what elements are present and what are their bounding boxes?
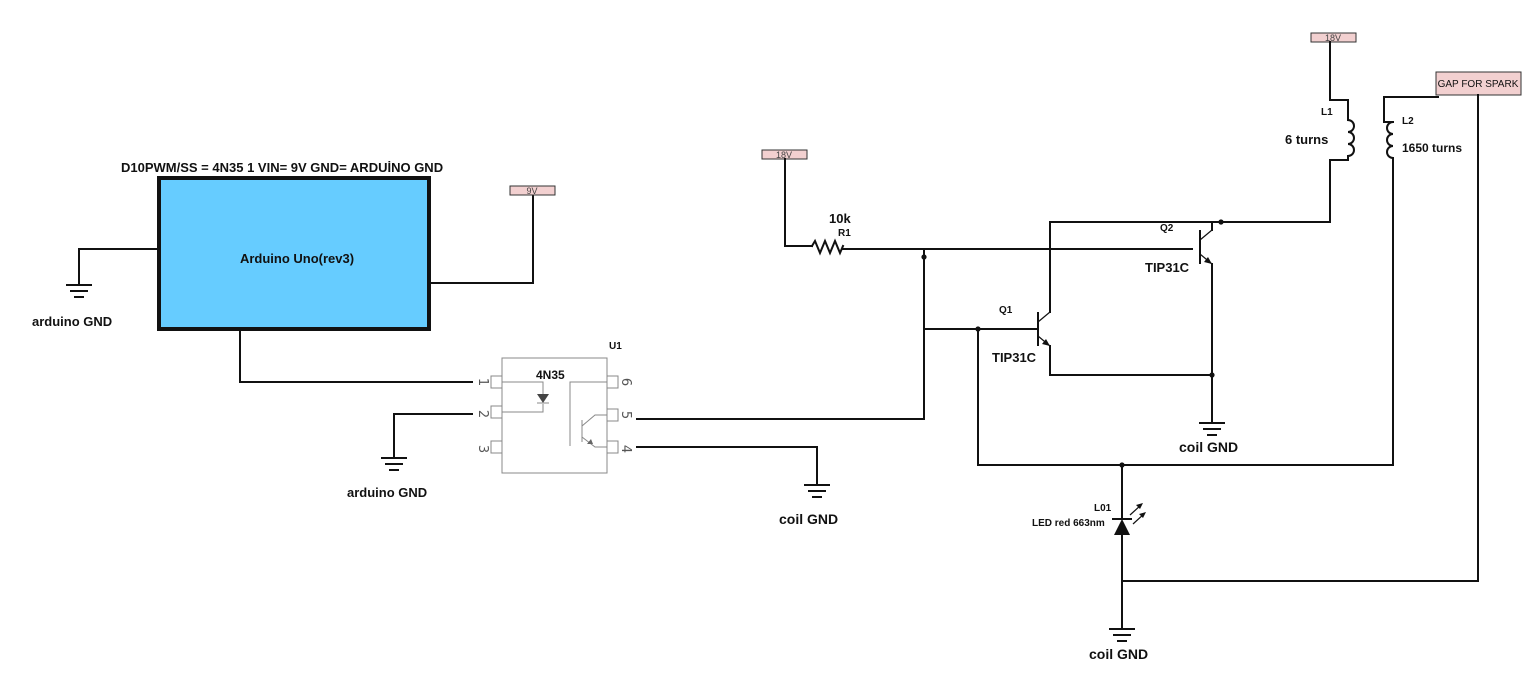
optocoupler-pin5-wire — [636, 249, 925, 420]
led-coil-gnd-label: coil GND — [1089, 646, 1148, 662]
optocoupler-pin-5: 5 — [618, 411, 633, 419]
junction-led — [1119, 462, 1125, 468]
junction-collectors — [1218, 219, 1224, 225]
transistor-coil-gnd-label: coil GND — [1179, 439, 1238, 455]
optocoupler-pin4-wire — [636, 446, 818, 484]
power-flag-18v-l1: 18V — [1310, 32, 1357, 43]
l2-bottom-wire — [977, 157, 1394, 466]
transistor-q1-part: TIP31C — [992, 350, 1037, 365]
optocoupler-phototransistor-arrow-icon — [587, 439, 593, 444]
optocoupler-4n35[interactable] — [490, 357, 619, 474]
optocoupler-pin-6: 6 — [618, 378, 633, 386]
inductor-l1-ref: L1 — [1321, 107, 1333, 118]
optocoupler-pin-2: 2 — [475, 410, 490, 418]
q2-collector-wire — [1211, 159, 1331, 231]
arduino-vin-wire — [428, 194, 534, 284]
inductor-l1-icon[interactable] — [1329, 118, 1355, 161]
power-9v-text: 9V — [526, 186, 537, 196]
optocoupler-pin-1: 1 — [475, 378, 490, 386]
inductor-l1-turns: 6 turns — [1285, 132, 1328, 147]
optocoupler-part: 4N35 — [536, 368, 565, 382]
arduino-ground-symbol — [66, 284, 92, 298]
resistor-r1-icon[interactable] — [810, 238, 845, 256]
transistor-q2-part: TIP31C — [1145, 260, 1190, 275]
transistor-q1[interactable] — [1037, 311, 1051, 347]
resistor-r1-ref: R1 — [838, 228, 851, 239]
l1-supply-wire — [1329, 41, 1349, 121]
power-18v-l1-text: 18V — [1325, 33, 1341, 43]
resistor-r1-value: 10k — [829, 211, 851, 226]
optocoupler-pin-4: 4 — [618, 445, 633, 453]
arduino-uno-block[interactable] — [157, 176, 431, 331]
led-coil-ground-symbol — [1109, 628, 1135, 642]
q1-collector-wire — [1049, 221, 1222, 313]
optocoupler-pin2-wire — [393, 413, 473, 457]
arduino-gnd-wire — [78, 248, 160, 284]
optocoupler-coil-gnd-label: coil GND — [779, 511, 838, 527]
power-flag-9v: 9V — [509, 185, 556, 196]
arduino-header-note: D10PWM/SS = 4N35 1 VIN= 9V GND= ARDUİNO … — [121, 160, 443, 175]
power-18v-r1-text: 18V — [776, 150, 792, 160]
spark-gap-label: GAP FOR SPARK — [1438, 79, 1519, 90]
transistor-q2[interactable] — [1199, 229, 1213, 265]
spark-gap-return-wire — [1121, 94, 1479, 582]
optocoupler-coil-ground-symbol — [804, 484, 830, 498]
inductor-l2-ref: L2 — [1402, 116, 1414, 127]
led-label: LED red 663nm — [1032, 518, 1105, 529]
transistor-q1-ref: Q1 — [999, 305, 1013, 316]
optocoupler-pin-3: 3 — [475, 445, 490, 453]
junction-r1 — [921, 254, 927, 260]
arduino-uno-label: Arduino Uno(rev3) — [240, 251, 354, 266]
led-ref: L01 — [1094, 503, 1112, 514]
led-l01-icon[interactable] — [1112, 503, 1146, 535]
q1-emitter-wire — [1049, 345, 1213, 376]
r1-supply-wire — [784, 158, 813, 247]
transistor-q2-ref: Q2 — [1160, 223, 1174, 234]
l2-top-wire — [1383, 96, 1439, 123]
optocoupler-led-icon — [537, 394, 549, 403]
inductor-l2-icon[interactable] — [1386, 120, 1395, 160]
optocoupler-ref: U1 — [609, 341, 622, 352]
optocoupler-arduino-gnd-label: arduino GND — [347, 485, 427, 500]
arduino-d10-wire — [239, 328, 473, 383]
optocoupler-arduino-ground-symbol — [381, 457, 407, 471]
inductor-l2-turns: 1650 turns — [1402, 141, 1462, 155]
transistor-coil-ground-symbol — [1199, 422, 1225, 436]
arduino-gnd-label: arduino GND — [32, 314, 112, 329]
